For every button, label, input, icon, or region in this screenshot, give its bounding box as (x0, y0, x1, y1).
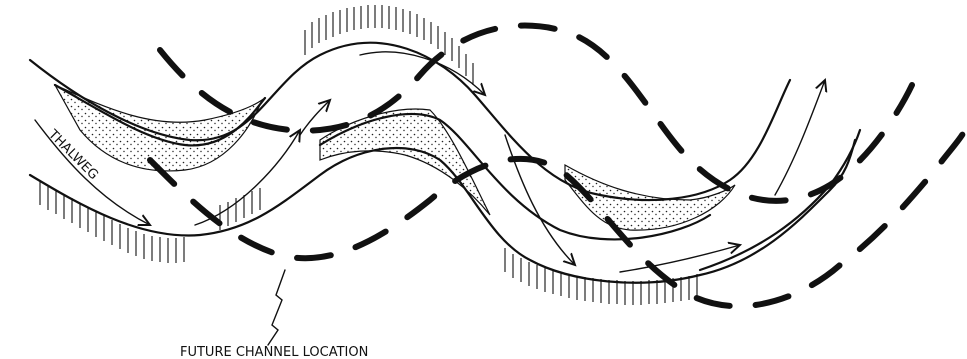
cutbank-hatch-bottom (505, 248, 697, 305)
future-channel-lower (150, 130, 965, 306)
future-channel-leader (268, 270, 285, 345)
future-channel-label: FUTURE CHANNEL LOCATION (180, 345, 368, 359)
future-channel-upper (160, 26, 912, 201)
cutbank-hatch-mid (220, 188, 260, 230)
